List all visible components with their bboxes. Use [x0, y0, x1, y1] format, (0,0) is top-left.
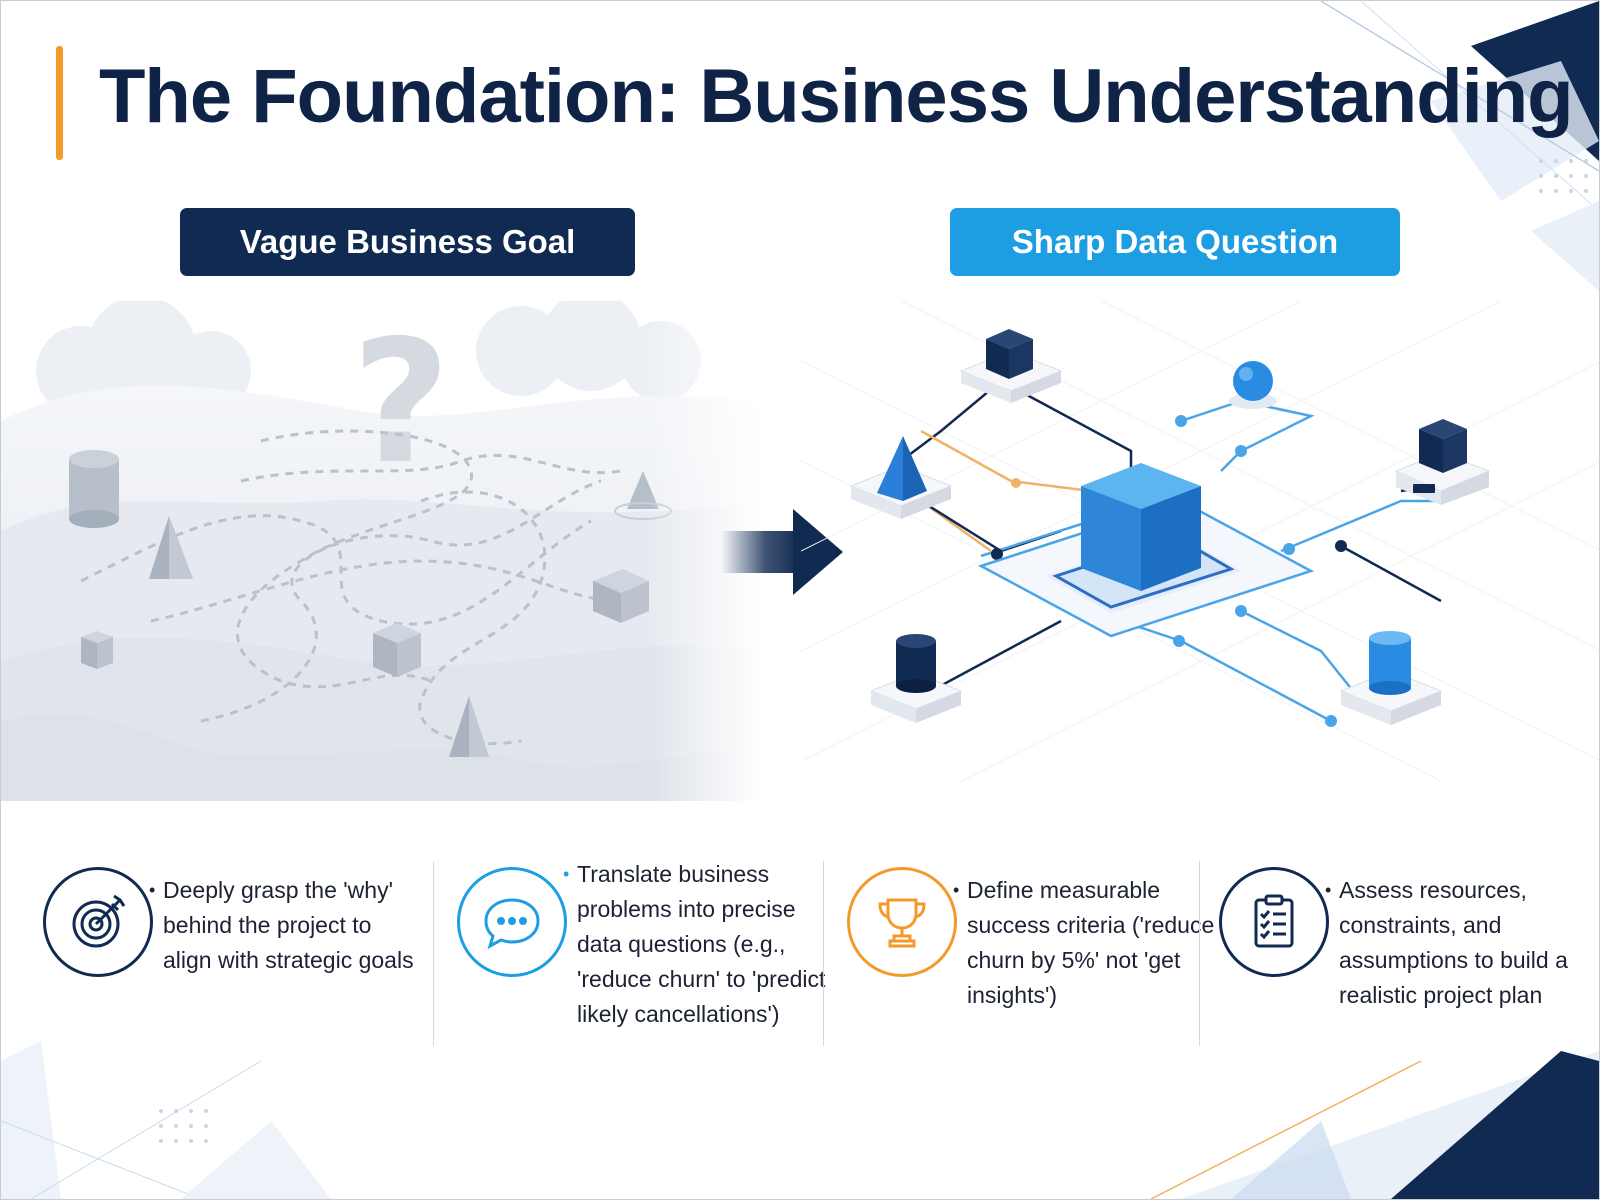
- node-blue-sphere: [1229, 361, 1277, 409]
- divider: [433, 861, 434, 1046]
- data-network-illustration: [801, 301, 1599, 782]
- foggy-landscape-illustration: ?: [1, 301, 761, 801]
- divider: [823, 861, 824, 1046]
- feature-success-criteria: •Define measurable success criteria ('re…: [847, 863, 1227, 1043]
- target-icon: [43, 867, 153, 977]
- feature-text: Translate business problems into precise…: [577, 861, 826, 1027]
- feature-text: Assess resources, constraints, and assum…: [1339, 877, 1568, 1008]
- vague-goal-label: Vague Business Goal: [180, 208, 635, 276]
- sharp-question-label: Sharp Data Question: [950, 208, 1400, 276]
- node-dark-cube-right: [1394, 419, 1491, 505]
- node-blue-pyramid: [849, 436, 953, 519]
- node-dark-cube-top: [959, 329, 1063, 403]
- checklist-icon: [1219, 867, 1329, 977]
- feature-text: Deeply grasp the 'why' behind the projec…: [163, 877, 414, 973]
- node-blue-cylinder: [1339, 631, 1443, 725]
- feature-resources: •Assess resources, constraints, and assu…: [1219, 863, 1589, 1043]
- feature-translate: •Translate business problems into precis…: [457, 861, 837, 1043]
- title-accent-bar: [56, 46, 63, 160]
- node-dark-cylinder: [869, 634, 963, 723]
- divider: [1199, 861, 1200, 1046]
- feature-why: •Deeply grasp the 'why' behind the proje…: [43, 863, 423, 1043]
- chat-bubble-icon: [457, 867, 567, 977]
- page-title: The Foundation: Business Understanding: [99, 54, 1574, 139]
- transition-arrow-icon: [721, 509, 843, 595]
- trophy-icon: [847, 867, 957, 977]
- central-blue-cube: [1081, 463, 1201, 591]
- feature-text: Define measurable success criteria ('red…: [967, 877, 1215, 1008]
